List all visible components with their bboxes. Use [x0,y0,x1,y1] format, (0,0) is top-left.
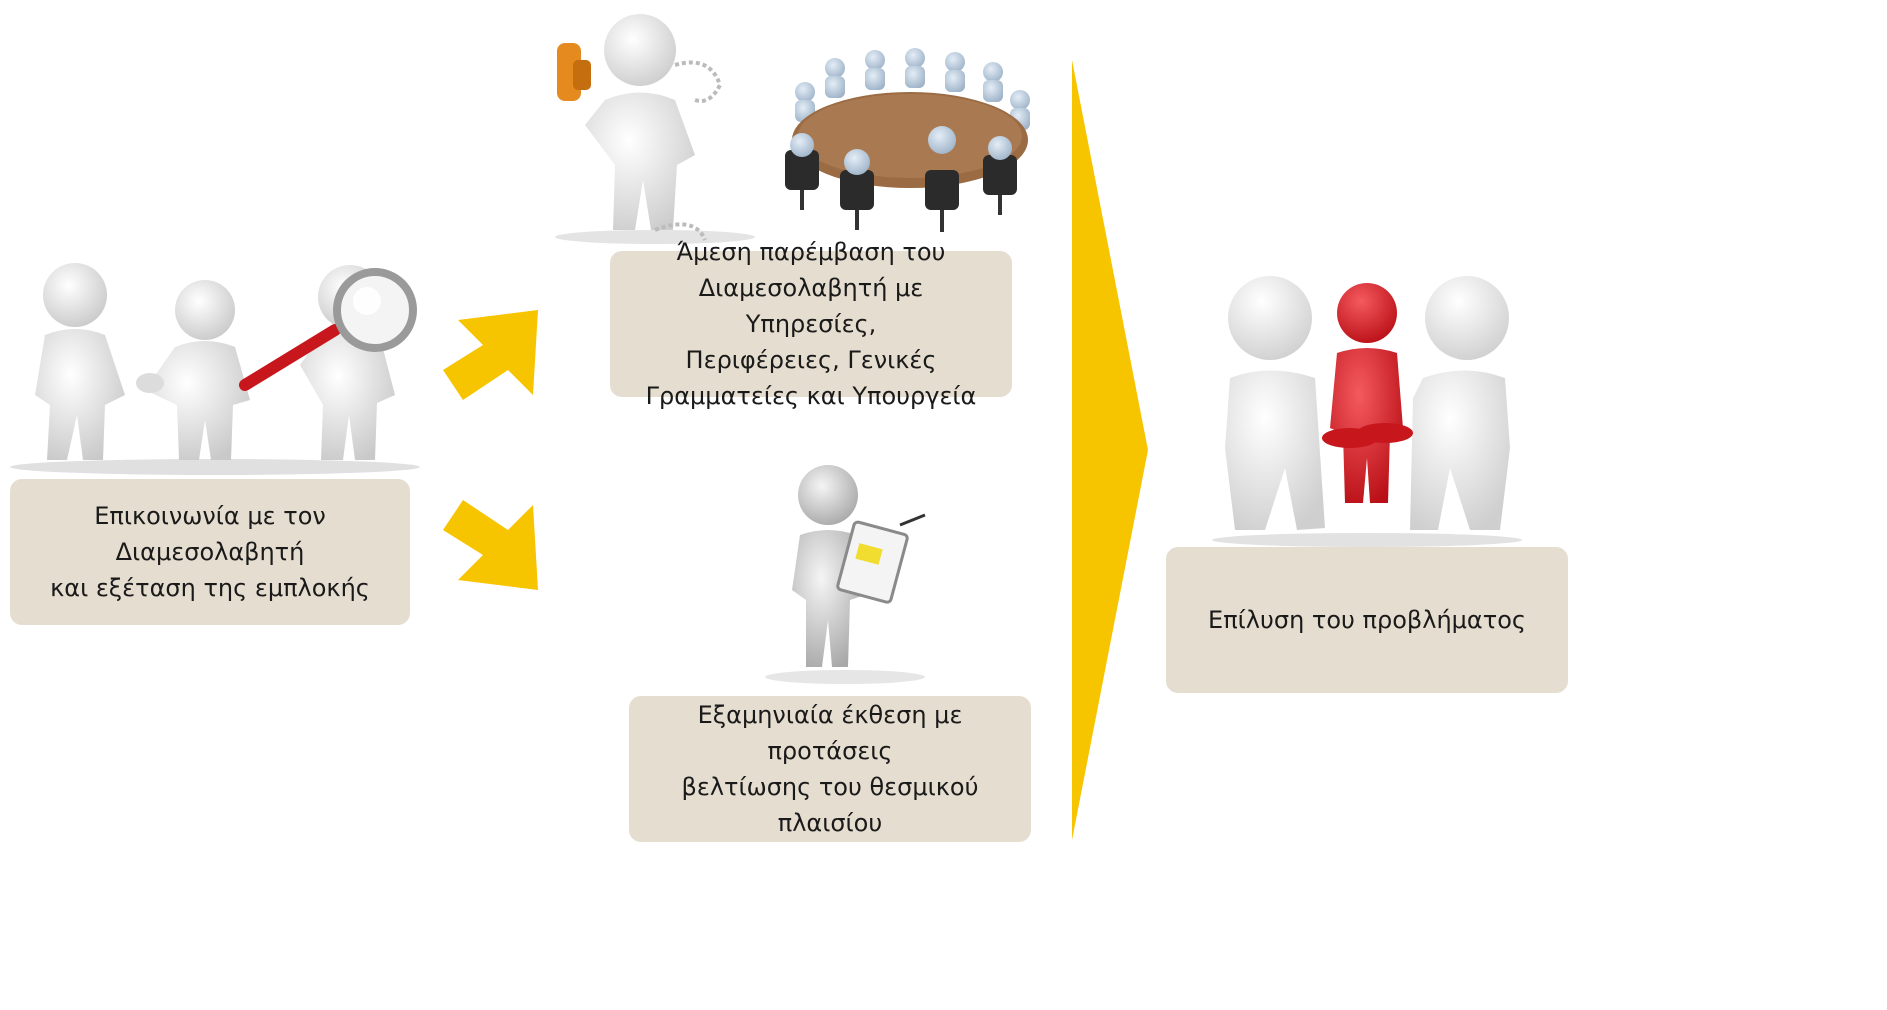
report-box-line-3: πλαισίου [777,809,883,837]
contact-box-line-2: Διαμεσολαβητή [115,538,305,566]
resolution-box-line-1: Επίλυση του προβλήματος [1208,606,1526,634]
intervention-box-line-4: Γραμματείες και Υπουργεία [645,382,977,410]
arrow-down-right-icon [438,495,543,600]
intervention-box-line-1: Άμεση παρέμβαση του [676,238,946,266]
phone-call-figure-illustration [545,5,760,245]
problem-resolution-box: Επίλυση του προβλήματος [1166,547,1568,693]
round-table-meeting-illustration [765,40,1040,240]
contact-box-line-1: Επικοινωνία με τον [94,502,326,530]
chevron-right-arrow-icon [1068,60,1152,840]
report-box-line-2: βελτίωσης του θεσμικού [681,773,979,801]
arrow-up-right-icon [438,300,543,405]
contact-mediator-box: Επικοινωνία με τον Διαμεσολαβητή και εξέ… [10,479,410,625]
handshake-magnifier-figures-illustration [5,255,430,475]
team-hands-together-illustration [1205,268,1530,548]
contact-box-line-3: και εξέταση της εμπλοκής [50,574,370,602]
intervention-box-line-2: Διαμεσολαβητή με Υπηρεσίες, [698,274,924,338]
report-box-line-1: Εξαμηνιαία έκθεση με προτάσεις [697,701,963,765]
semiannual-report-box: Εξαμηνιαία έκθεση με προτάσεις βελτίωσης… [629,696,1031,842]
clipboard-figure-illustration [760,455,935,685]
direct-intervention-box: Άμεση παρέμβαση του Διαμεσολαβητή με Υπη… [610,238,1012,410]
intervention-box-line-3: Περιφέρειες, Γενικές [685,346,937,374]
